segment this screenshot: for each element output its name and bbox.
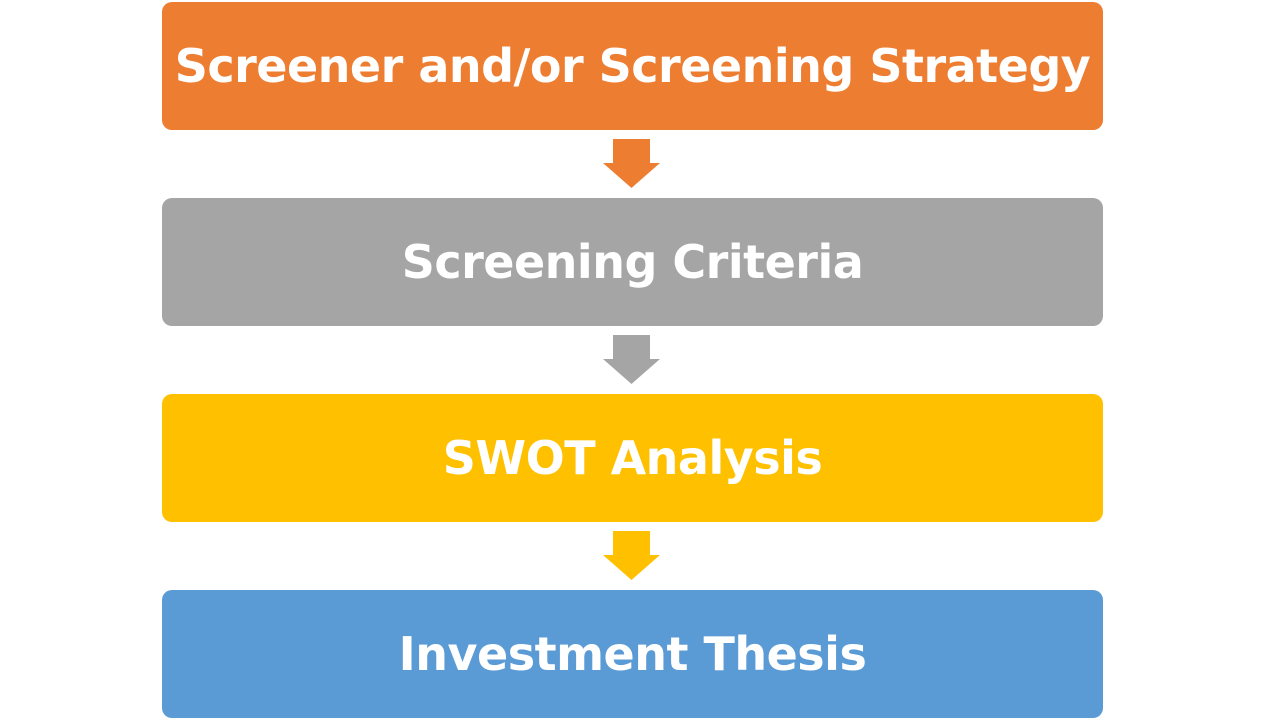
down-arrow-icon: [603, 335, 660, 384]
step-label: Screener and/or Screening Strategy: [174, 39, 1091, 93]
step-box-investment-thesis: Investment Thesis: [162, 590, 1103, 718]
step-box-screener-strategy: Screener and/or Screening Strategy: [162, 2, 1103, 130]
down-arrow-icon: [603, 531, 660, 580]
step-box-swot-analysis: SWOT Analysis: [162, 394, 1103, 522]
step-box-screening-criteria: Screening Criteria: [162, 198, 1103, 326]
step-label: SWOT Analysis: [442, 431, 823, 485]
step-label: Screening Criteria: [401, 235, 864, 289]
down-arrow-icon: [603, 139, 660, 188]
step-label: Investment Thesis: [398, 627, 867, 681]
